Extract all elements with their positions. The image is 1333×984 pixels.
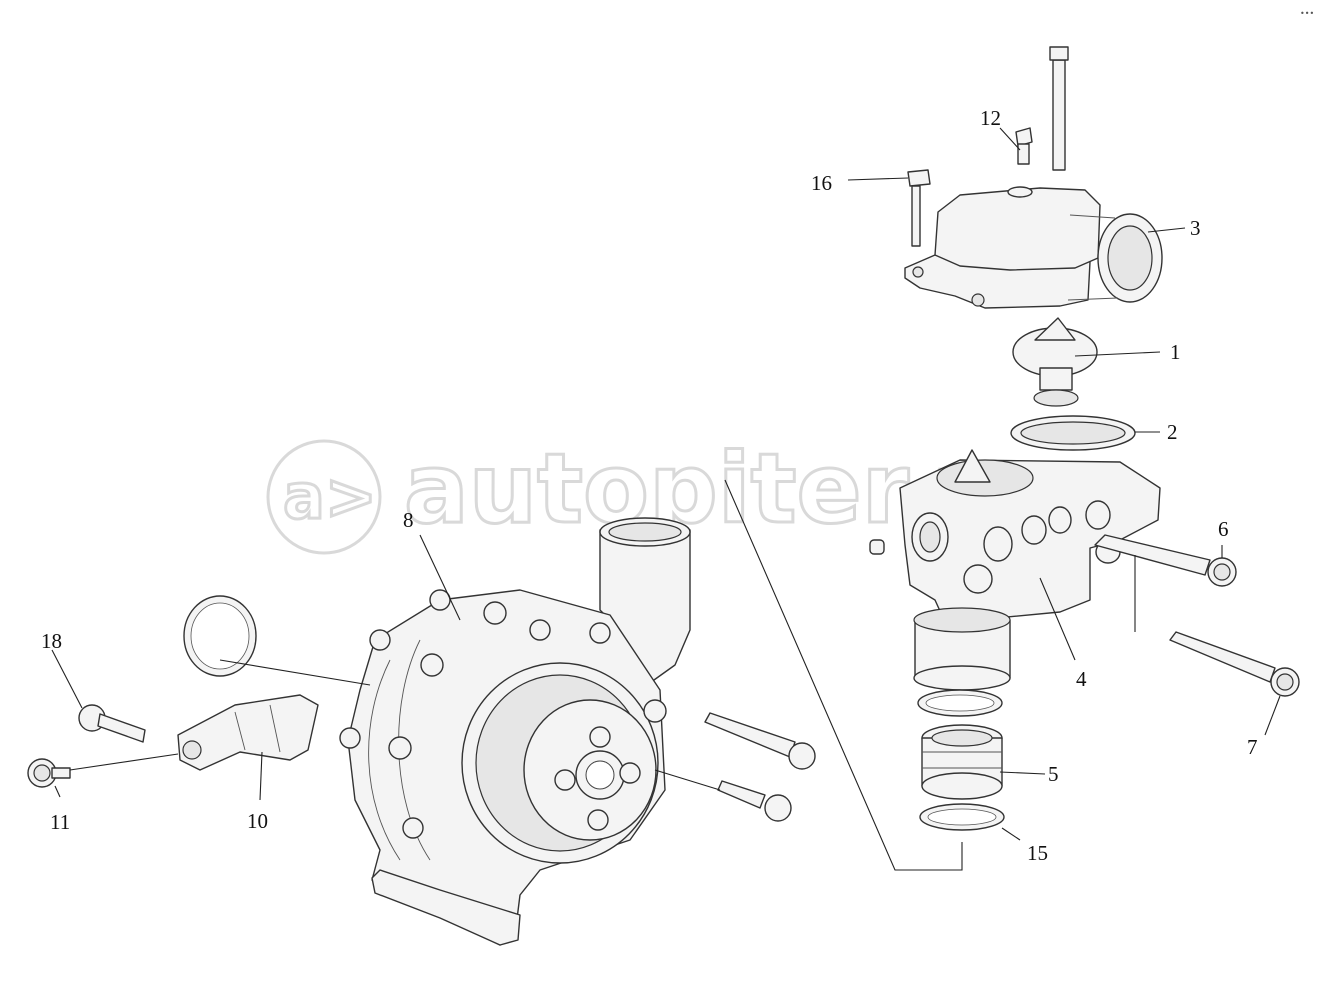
thermostat xyxy=(1012,317,1098,407)
callout-labels: 1 2 3 4 5 6 7 8 10 11 12 15 16 18 xyxy=(41,106,1258,865)
bolt-11 xyxy=(27,758,71,788)
thermostat-seal xyxy=(1010,415,1136,451)
bolt-16 xyxy=(907,169,931,247)
long-bolt xyxy=(1049,46,1069,171)
o-ring-upper xyxy=(917,689,1003,717)
plug xyxy=(1015,127,1033,165)
callout-15: 15 xyxy=(1027,841,1048,865)
bolt-6 xyxy=(1094,534,1237,587)
bolt-7 xyxy=(1169,631,1300,697)
callout-18: 18 xyxy=(41,629,62,653)
callout-4: 4 xyxy=(1076,667,1087,691)
bracket xyxy=(177,694,319,771)
thermostat-housing-cover xyxy=(904,186,1163,309)
o-ring-lower xyxy=(919,803,1005,831)
callout-12: 12 xyxy=(980,106,1001,130)
callout-11: 11 xyxy=(50,810,70,834)
svg-text:a>: a> xyxy=(283,460,377,533)
thermostat-housing xyxy=(869,449,1161,691)
callout-7: 7 xyxy=(1247,735,1258,759)
callout-10: 10 xyxy=(247,809,268,833)
callout-5: 5 xyxy=(1048,762,1059,786)
callout-8: 8 xyxy=(403,508,414,532)
callout-3: 3 xyxy=(1190,216,1201,240)
connector-pipe xyxy=(921,724,1003,800)
corner-mark: ••• xyxy=(1300,9,1314,18)
water-pump xyxy=(339,517,691,946)
pump-o-ring xyxy=(183,595,257,677)
leader-lines xyxy=(51,127,1281,871)
callout-6: 6 xyxy=(1218,517,1229,541)
callout-2: 2 xyxy=(1167,420,1178,444)
callout-1: 1 xyxy=(1170,340,1181,364)
callout-16: 16 xyxy=(811,171,832,195)
bolt-18 xyxy=(78,704,146,743)
pump-bolts xyxy=(704,712,816,822)
